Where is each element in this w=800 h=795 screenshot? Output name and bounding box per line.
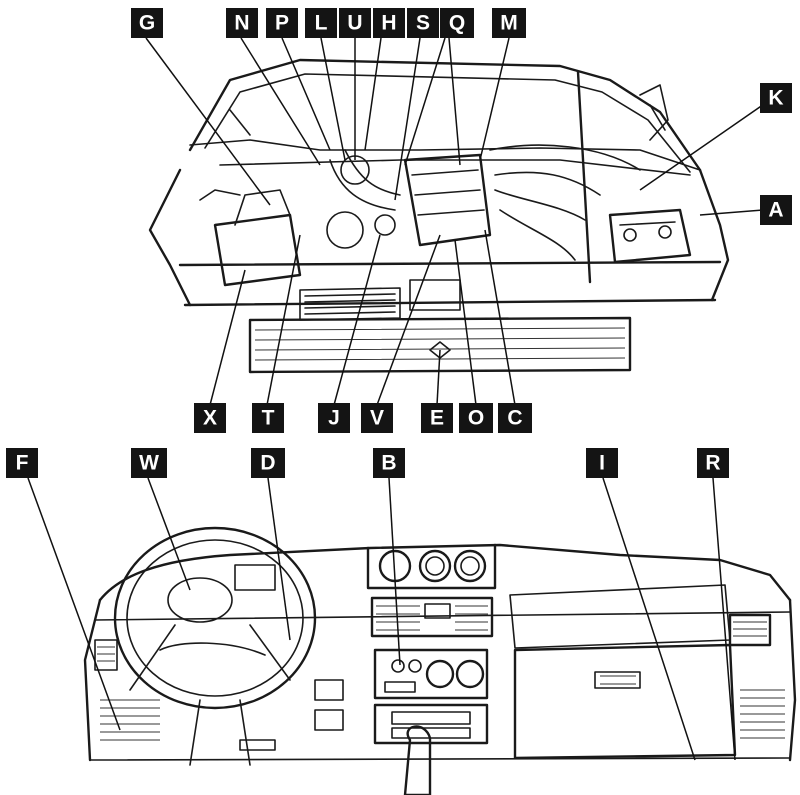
label-q: Q [440, 8, 474, 38]
svg-text:X: X [203, 407, 217, 430]
svg-text:D: D [260, 452, 275, 475]
label-u: U [339, 8, 371, 38]
svg-text:W: W [139, 452, 159, 475]
svg-text:M: M [500, 12, 518, 35]
svg-text:F: F [16, 452, 29, 475]
label-r: R [697, 448, 729, 478]
svg-text:T: T [262, 407, 275, 430]
svg-text:H: H [381, 12, 396, 35]
svg-text:R: R [705, 452, 720, 475]
label-m: M [492, 8, 526, 38]
label-h: H [373, 8, 405, 38]
label-j: J [318, 403, 350, 433]
label-c: C [498, 403, 532, 433]
label-f: F [6, 448, 38, 478]
label-l: L [305, 8, 337, 38]
label-w: W [131, 448, 167, 478]
leader-lines [27, 37, 771, 761]
label-i: I [586, 448, 618, 478]
svg-text:G: G [139, 12, 155, 35]
label-x: X [194, 403, 226, 433]
label-t: T [252, 403, 284, 433]
label-o: O [459, 403, 493, 433]
svg-text:B: B [381, 452, 396, 475]
engine-bay-drawing [148, 58, 730, 374]
svg-text:A: A [768, 199, 783, 222]
svg-text:V: V [370, 407, 384, 430]
svg-text:P: P [275, 12, 289, 35]
label-e: E [421, 403, 453, 433]
label-p: P [266, 8, 298, 38]
svg-text:I: I [599, 452, 605, 475]
svg-text:N: N [234, 12, 249, 35]
label-a: A [760, 195, 792, 225]
svg-text:J: J [328, 407, 340, 430]
svg-text:K: K [768, 87, 783, 110]
dashboard-labels: F W D B I R [6, 448, 729, 478]
label-s: S [407, 8, 439, 38]
svg-text:S: S [416, 12, 430, 35]
svg-text:E: E [430, 407, 444, 430]
dashboard-drawing [83, 526, 797, 795]
label-v: V [361, 403, 393, 433]
svg-text:Q: Q [449, 12, 465, 35]
svg-text:L: L [315, 12, 328, 35]
engine-top-labels: G N P L U H S Q M [131, 8, 526, 38]
svg-text:C: C [507, 407, 522, 430]
engine-right-labels: K A [760, 83, 792, 225]
label-g: G [131, 8, 163, 38]
label-d: D [251, 448, 285, 478]
label-n: N [226, 8, 258, 38]
svg-text:U: U [347, 12, 362, 35]
engine-bottom-labels: X T J V E O C [194, 403, 532, 433]
svg-text:O: O [468, 407, 484, 430]
label-b: B [373, 448, 405, 478]
label-k: K [760, 83, 792, 113]
